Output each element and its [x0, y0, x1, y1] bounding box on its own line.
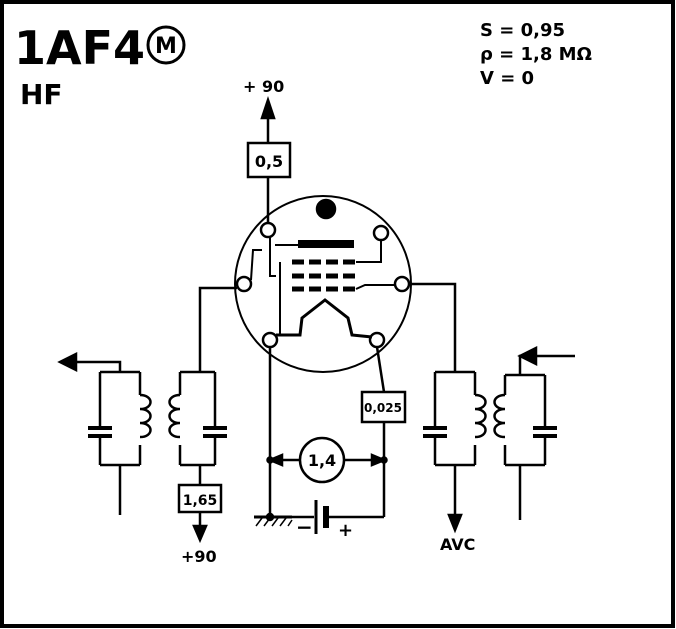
param-rho: ρ = 1,8 MΩ — [480, 44, 592, 65]
arrow-left-icon — [266, 453, 284, 467]
param-s: S = 0,95 — [480, 20, 565, 41]
arrow-down-icon — [447, 513, 463, 534]
screen-supply-label: +90 — [181, 547, 217, 566]
battery-plus-label: + — [338, 520, 353, 541]
screen-resistor-label: 1,65 — [183, 493, 218, 509]
output-wire — [72, 360, 122, 372]
subtitle: HF — [20, 78, 63, 111]
tube-title: 1AF4 — [14, 21, 145, 75]
arrow-up-icon — [260, 96, 276, 120]
coil-icon — [493, 393, 506, 439]
base-code: M — [155, 34, 177, 59]
plate-electrode — [298, 240, 354, 248]
grids — [292, 259, 356, 292]
coil-icon — [139, 393, 152, 439]
arrow-left-icon — [517, 345, 538, 367]
arrow-down-icon — [192, 524, 208, 544]
bias-resistor-label: 0,025 — [364, 401, 402, 415]
grid-wire — [198, 286, 237, 372]
tube-pins — [235, 221, 411, 349]
plate-supply-label: + 90 — [243, 77, 284, 96]
arrow-left-icon — [57, 351, 78, 373]
coil-icon — [168, 393, 181, 439]
base-code-circle — [146, 25, 186, 65]
avc-label: AVC — [440, 535, 475, 554]
plate-resistor-label: 0,5 — [255, 152, 283, 171]
coil-icon — [474, 393, 487, 439]
battery-minus-label: − — [296, 515, 313, 539]
param-v: V = 0 — [480, 68, 534, 89]
arrow-right-icon — [370, 453, 388, 467]
filament-voltage-label: 1,4 — [308, 451, 336, 470]
filament — [276, 298, 373, 339]
key-dot — [315, 198, 337, 220]
